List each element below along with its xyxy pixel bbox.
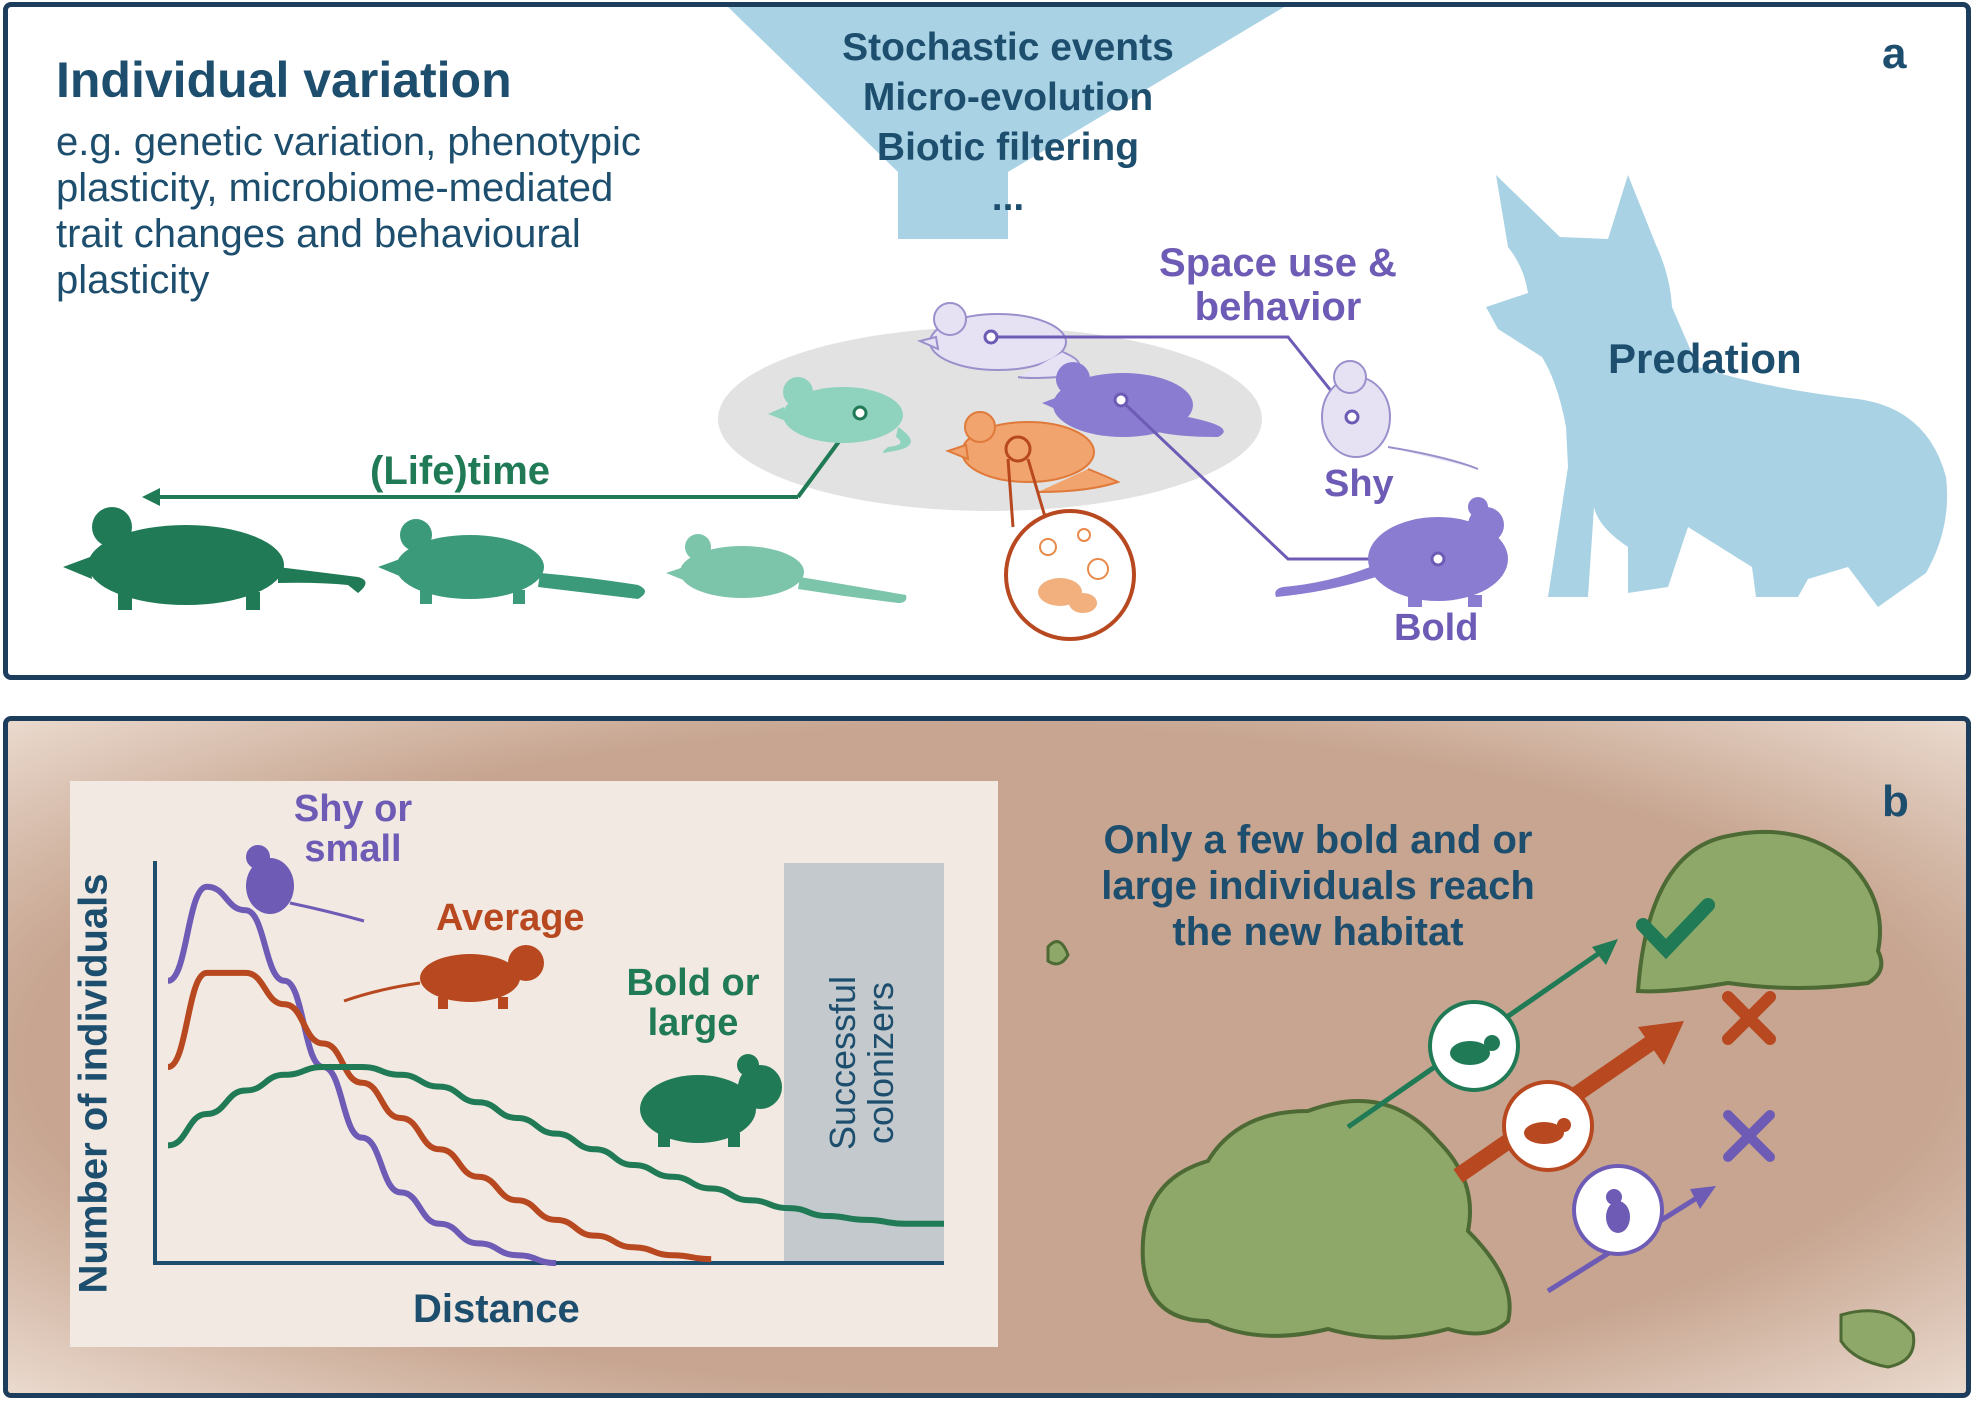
successful-colonizers-region [784, 863, 944, 1263]
panel-b-illustration [8, 721, 1966, 1393]
panel-a-letter: a [1882, 29, 1907, 78]
new-habitat [1635, 829, 1884, 994]
funnel-line: Stochastic events [842, 26, 1174, 69]
panel-b: b Number of individuals Distance Shy or … [3, 716, 1971, 1398]
mouse-icon-small [666, 534, 907, 603]
mouse-icon-green [768, 377, 911, 453]
small-patches [1046, 940, 1916, 1369]
origin-habitat [1140, 1099, 1512, 1340]
mouse-icon-large [63, 507, 366, 610]
average-label: Average [436, 897, 585, 939]
badge-shy-mouse-icon [1572, 1164, 1664, 1256]
colonizers-line: colonizers [860, 981, 901, 1145]
funnel-text: Stochastic events Micro-evolution Biotic… [798, 23, 1218, 223]
description-line: plasticity, microbiome-mediated [56, 166, 614, 210]
mouse-icon-bold-large [640, 1054, 782, 1147]
colonizers-line: Successful [822, 975, 863, 1151]
mouse-icon-average [343, 945, 544, 1009]
message-text: Only a few bold and or large individuals… [1038, 817, 1598, 955]
colonizers-label: Successful colonizers [822, 873, 904, 1253]
space-use-line: behavior [1194, 285, 1362, 329]
panel-a: a Individual variation e.g. genetic vari… [3, 2, 1971, 680]
fox-icon [1486, 175, 1948, 607]
check-icon [1636, 898, 1715, 960]
curve-shy-or-small [166, 883, 557, 1266]
panel-a-description: e.g. genetic variation, phenotypic plast… [56, 119, 641, 303]
bold-large-line: Bold or [626, 962, 760, 1004]
space-use-line: Space use & [1159, 241, 1397, 285]
badge-average-mouse-icon [1502, 1080, 1594, 1172]
x-axis-label: Distance [413, 1287, 580, 1331]
cross-icon-shy [1723, 1110, 1775, 1162]
predation-label: Predation [1608, 335, 1802, 382]
space-use-label: Space use & behavior [1118, 241, 1438, 329]
mouse-icon-shy-small [246, 845, 365, 923]
cross-icon-average [1722, 991, 1776, 1045]
microbiome-lens-icon [1004, 509, 1136, 641]
bold-large-label: Bold or large [613, 963, 773, 1043]
panel-a-title: Individual variation [56, 52, 512, 108]
bold-large-line: large [647, 1002, 739, 1044]
curve-average [166, 969, 712, 1263]
lifetime-label: (Life)time [370, 449, 550, 493]
panel-a-illustration [63, 7, 1948, 641]
panel-b-letter: b [1882, 777, 1909, 826]
message-line: Only a few bold and or [1103, 818, 1533, 862]
y-axis-label: Number of individuals [71, 873, 116, 1294]
bold-label: Bold [1394, 607, 1479, 649]
curve-bold-or-large [167, 1064, 944, 1227]
shy-small-line: small [304, 828, 402, 870]
shy-small-label: Shy or small [278, 789, 428, 869]
funnel-line: Micro-evolution [862, 76, 1154, 119]
description-line: trait changes and behavioural [56, 212, 581, 256]
mouse-icon-bold [1275, 497, 1508, 607]
shy-small-line: Shy or [293, 788, 413, 830]
funnel-line: Biotic filtering [876, 126, 1140, 169]
mouse-icon-medium [378, 519, 645, 604]
funnel-line: ... [991, 176, 1025, 219]
chart-curves [166, 883, 944, 1266]
message-line: the new habitat [1172, 910, 1464, 954]
message-line: large individuals reach [1101, 864, 1535, 908]
badge-bold-mouse-icon [1428, 1000, 1520, 1092]
chart-axes [153, 861, 944, 1265]
shy-label: Shy [1324, 463, 1394, 505]
description-line: e.g. genetic variation, phenotypic [56, 120, 641, 164]
description-line: plasticity [56, 258, 210, 302]
mouse-icon-orange [945, 411, 1121, 493]
funnel-shape [728, 7, 1284, 239]
